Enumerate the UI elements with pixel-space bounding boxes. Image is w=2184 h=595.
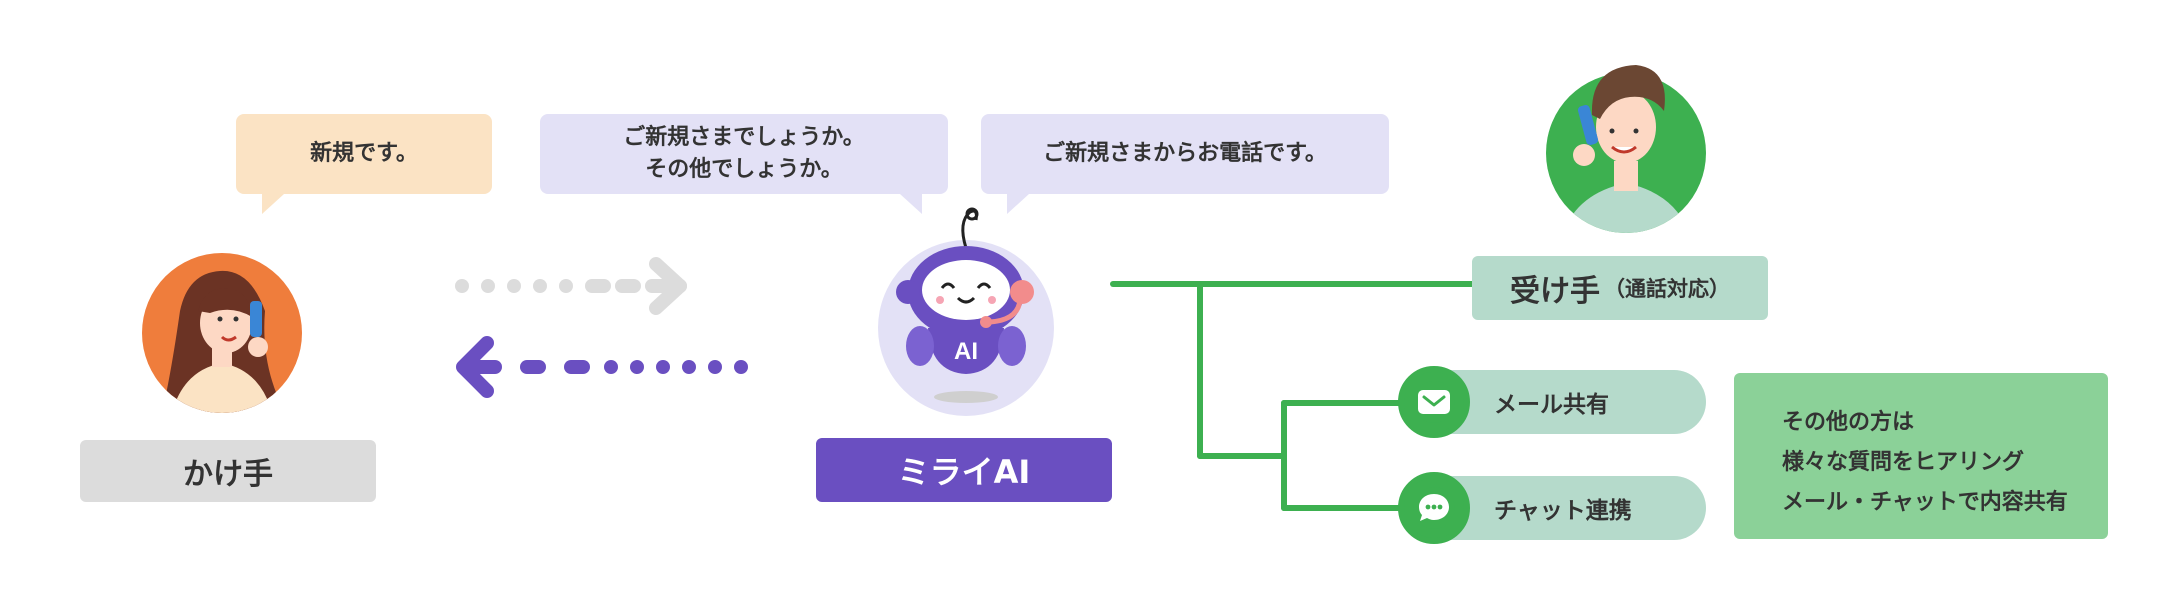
receiver-label: 受け手 （通話対応）: [1472, 256, 1768, 320]
inbound-arrow: [455, 257, 687, 315]
robot-avatar: AI: [870, 200, 1066, 416]
mail-share-label: メール共有: [1494, 392, 1609, 418]
caller-label-text: かけ手: [183, 457, 273, 492]
caller-speech-text: 新規です。: [310, 141, 418, 166]
ai-question-line-1: ご新規さまでしょうか。: [623, 125, 865, 150]
note-line-2: 様々な質問をヒアリング: [1782, 450, 2025, 475]
receiver-label-sub: （通話対応）: [1604, 277, 1730, 301]
ai-report-bubble: ご新規さまからお電話です。: [981, 114, 1389, 214]
ai-label: ミライAI: [816, 438, 1112, 502]
ai-question-line-2: その他でしょうか。: [645, 157, 843, 182]
outbound-arrow: [456, 336, 748, 398]
ai-badge: AI: [954, 338, 978, 365]
mail-icon: [1418, 390, 1450, 414]
ai-report-text: ご新規さまからお電話です。: [1043, 141, 1327, 166]
caller-avatar: [142, 253, 302, 413]
chat-link-pill: チャット連携: [1398, 472, 1706, 544]
receiver-avatar: [1546, 65, 1706, 233]
note-line-3: メール・チャットで内容共有: [1782, 490, 2068, 515]
ai-question-bubble: ご新規さまでしょうか。 その他でしょうか。: [540, 114, 948, 214]
other-callers-note: その他の方は 様々な質問をヒアリング メール・チャットで内容共有: [1734, 373, 2108, 539]
routing-lines: [1110, 281, 1478, 511]
note-line-1: その他の方は: [1782, 410, 1915, 435]
caller-label: かけ手: [80, 440, 376, 502]
ai-label-text: ミライAI: [897, 453, 1031, 491]
chat-bubble-icon: [1419, 494, 1449, 521]
receiver-label-main: 受け手: [1510, 274, 1600, 309]
mail-share-pill: メール共有: [1398, 366, 1706, 438]
chat-link-label: チャット連携: [1494, 498, 1632, 524]
caller-speech-bubble: 新規です。: [236, 114, 492, 214]
